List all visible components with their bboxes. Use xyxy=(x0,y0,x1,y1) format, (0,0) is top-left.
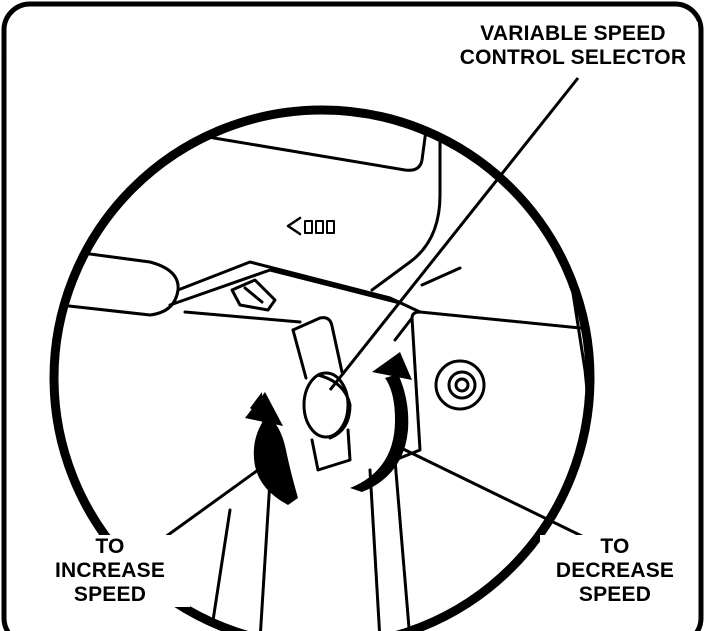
increase-label-line-1: TO xyxy=(95,535,125,558)
increase-arrow-curve xyxy=(253,418,298,505)
decrease-arrow-head xyxy=(372,352,412,380)
decrease-label-line-2: DECREASE xyxy=(555,559,675,582)
increase-label-line-2: INCREASE xyxy=(54,559,166,582)
selector-leader-line xyxy=(328,77,580,391)
magnifier-circle xyxy=(49,105,595,631)
decrease-label-line-3: SPEED xyxy=(578,583,652,606)
increase-speed-label: TO INCREASE SPEED xyxy=(30,535,190,607)
increase-arrow-head xyxy=(245,392,283,426)
selector-label-line-2: CONTROL SELECTOR xyxy=(459,46,687,69)
selector-label-line-1: VARIABLE SPEED xyxy=(480,22,666,45)
decrease-label-line-1: TO xyxy=(600,535,630,558)
variable-speed-selector-label: VARIABLE SPEED CONTROL SELECTOR xyxy=(448,22,698,70)
increase-label-line-3: SPEED xyxy=(73,583,147,606)
decrease-arrow-icon xyxy=(350,374,409,492)
decrease-leader-line xyxy=(394,443,591,542)
decrease-speed-label: TO DECREASE SPEED xyxy=(540,535,690,607)
